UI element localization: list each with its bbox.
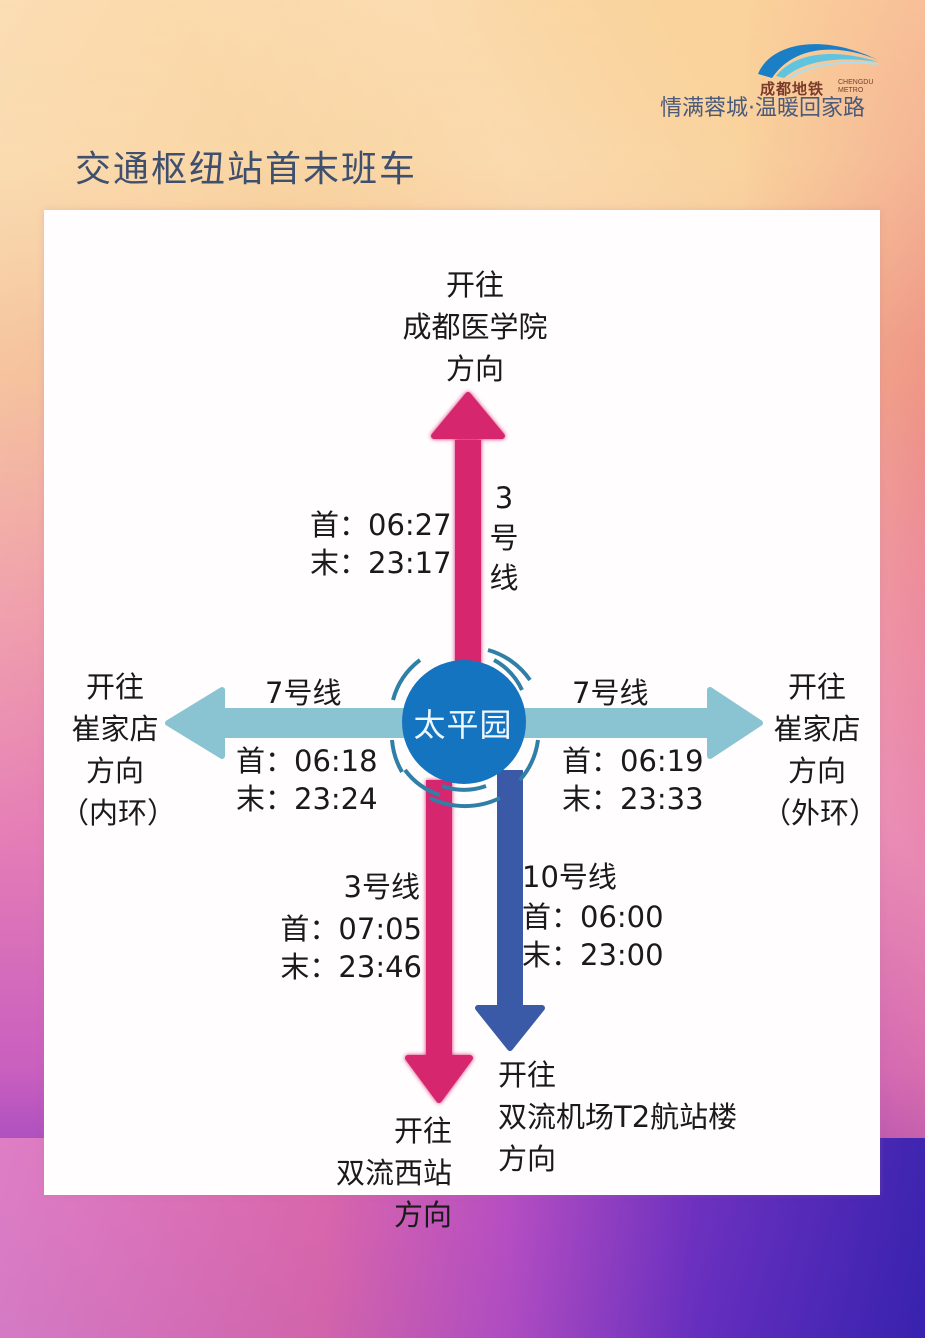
last-train-time: 末：23:46 bbox=[280, 950, 422, 984]
line7-west-arrow bbox=[165, 687, 425, 759]
north-times: 首：06:27 末：23:17 bbox=[310, 506, 452, 582]
first-train-time: 首：06:19 bbox=[562, 744, 704, 778]
north-destination: 开往 成都医学院 方向 bbox=[402, 268, 548, 386]
first-train-time: 首：06:27 bbox=[310, 508, 452, 542]
south-line10-times: 首：06:00 末：23:00 bbox=[522, 898, 664, 974]
west-times: 首：06:18 末：23:24 bbox=[236, 742, 378, 818]
last-train-time: 末：23:00 bbox=[522, 938, 664, 972]
south-line3-destination: 开往 双流西站 方向 bbox=[335, 1114, 452, 1232]
line7-east-arrow bbox=[500, 687, 763, 759]
line3-south-arrow bbox=[405, 780, 473, 1103]
last-train-time: 末：23:24 bbox=[236, 782, 378, 816]
chengdu-metro-logo: 成都地铁 CHENGDU METRO bbox=[650, 30, 890, 125]
east-times: 首：06:19 末：23:33 bbox=[562, 742, 704, 818]
first-train-time: 首：06:00 bbox=[522, 900, 664, 934]
first-train-time: 首：07:05 bbox=[280, 912, 422, 946]
station-name: 太平园 bbox=[413, 706, 513, 744]
south-line3-times: 首：07:05 末：23:46 bbox=[270, 910, 422, 986]
east-destination: 开往 崔家店 方向 （外环） bbox=[762, 670, 879, 830]
north-line-label: 3 号 线 bbox=[489, 481, 519, 595]
west-line-label: 7号线 bbox=[265, 676, 342, 710]
page-title: 交通枢纽站首末班车 bbox=[75, 149, 418, 190]
brand-name-en: CHENGDU METRO bbox=[838, 79, 874, 94]
west-destination: 开往 崔家店 方向 （内环） bbox=[60, 670, 177, 830]
line10-south-arrow bbox=[475, 770, 545, 1051]
last-train-time: 末：23:17 bbox=[310, 546, 452, 580]
first-train-time: 首：06:18 bbox=[236, 744, 378, 778]
metro-swoosh-icon bbox=[758, 44, 879, 79]
line3-north-arrow bbox=[431, 392, 505, 670]
south-line3-label: 3号线 bbox=[343, 870, 420, 904]
south-line10-label: 10号线 bbox=[522, 860, 617, 894]
last-train-time: 末：23:33 bbox=[562, 782, 704, 816]
brand-name-cn: 成都地铁 bbox=[760, 80, 825, 98]
east-line-label: 7号线 bbox=[572, 676, 649, 710]
slogan: 情满蓉城·温暖回家路 bbox=[660, 96, 865, 121]
station-hub bbox=[390, 648, 540, 809]
south-line10-destination: 开往 双流机场T2航站楼 方向 bbox=[498, 1058, 738, 1176]
